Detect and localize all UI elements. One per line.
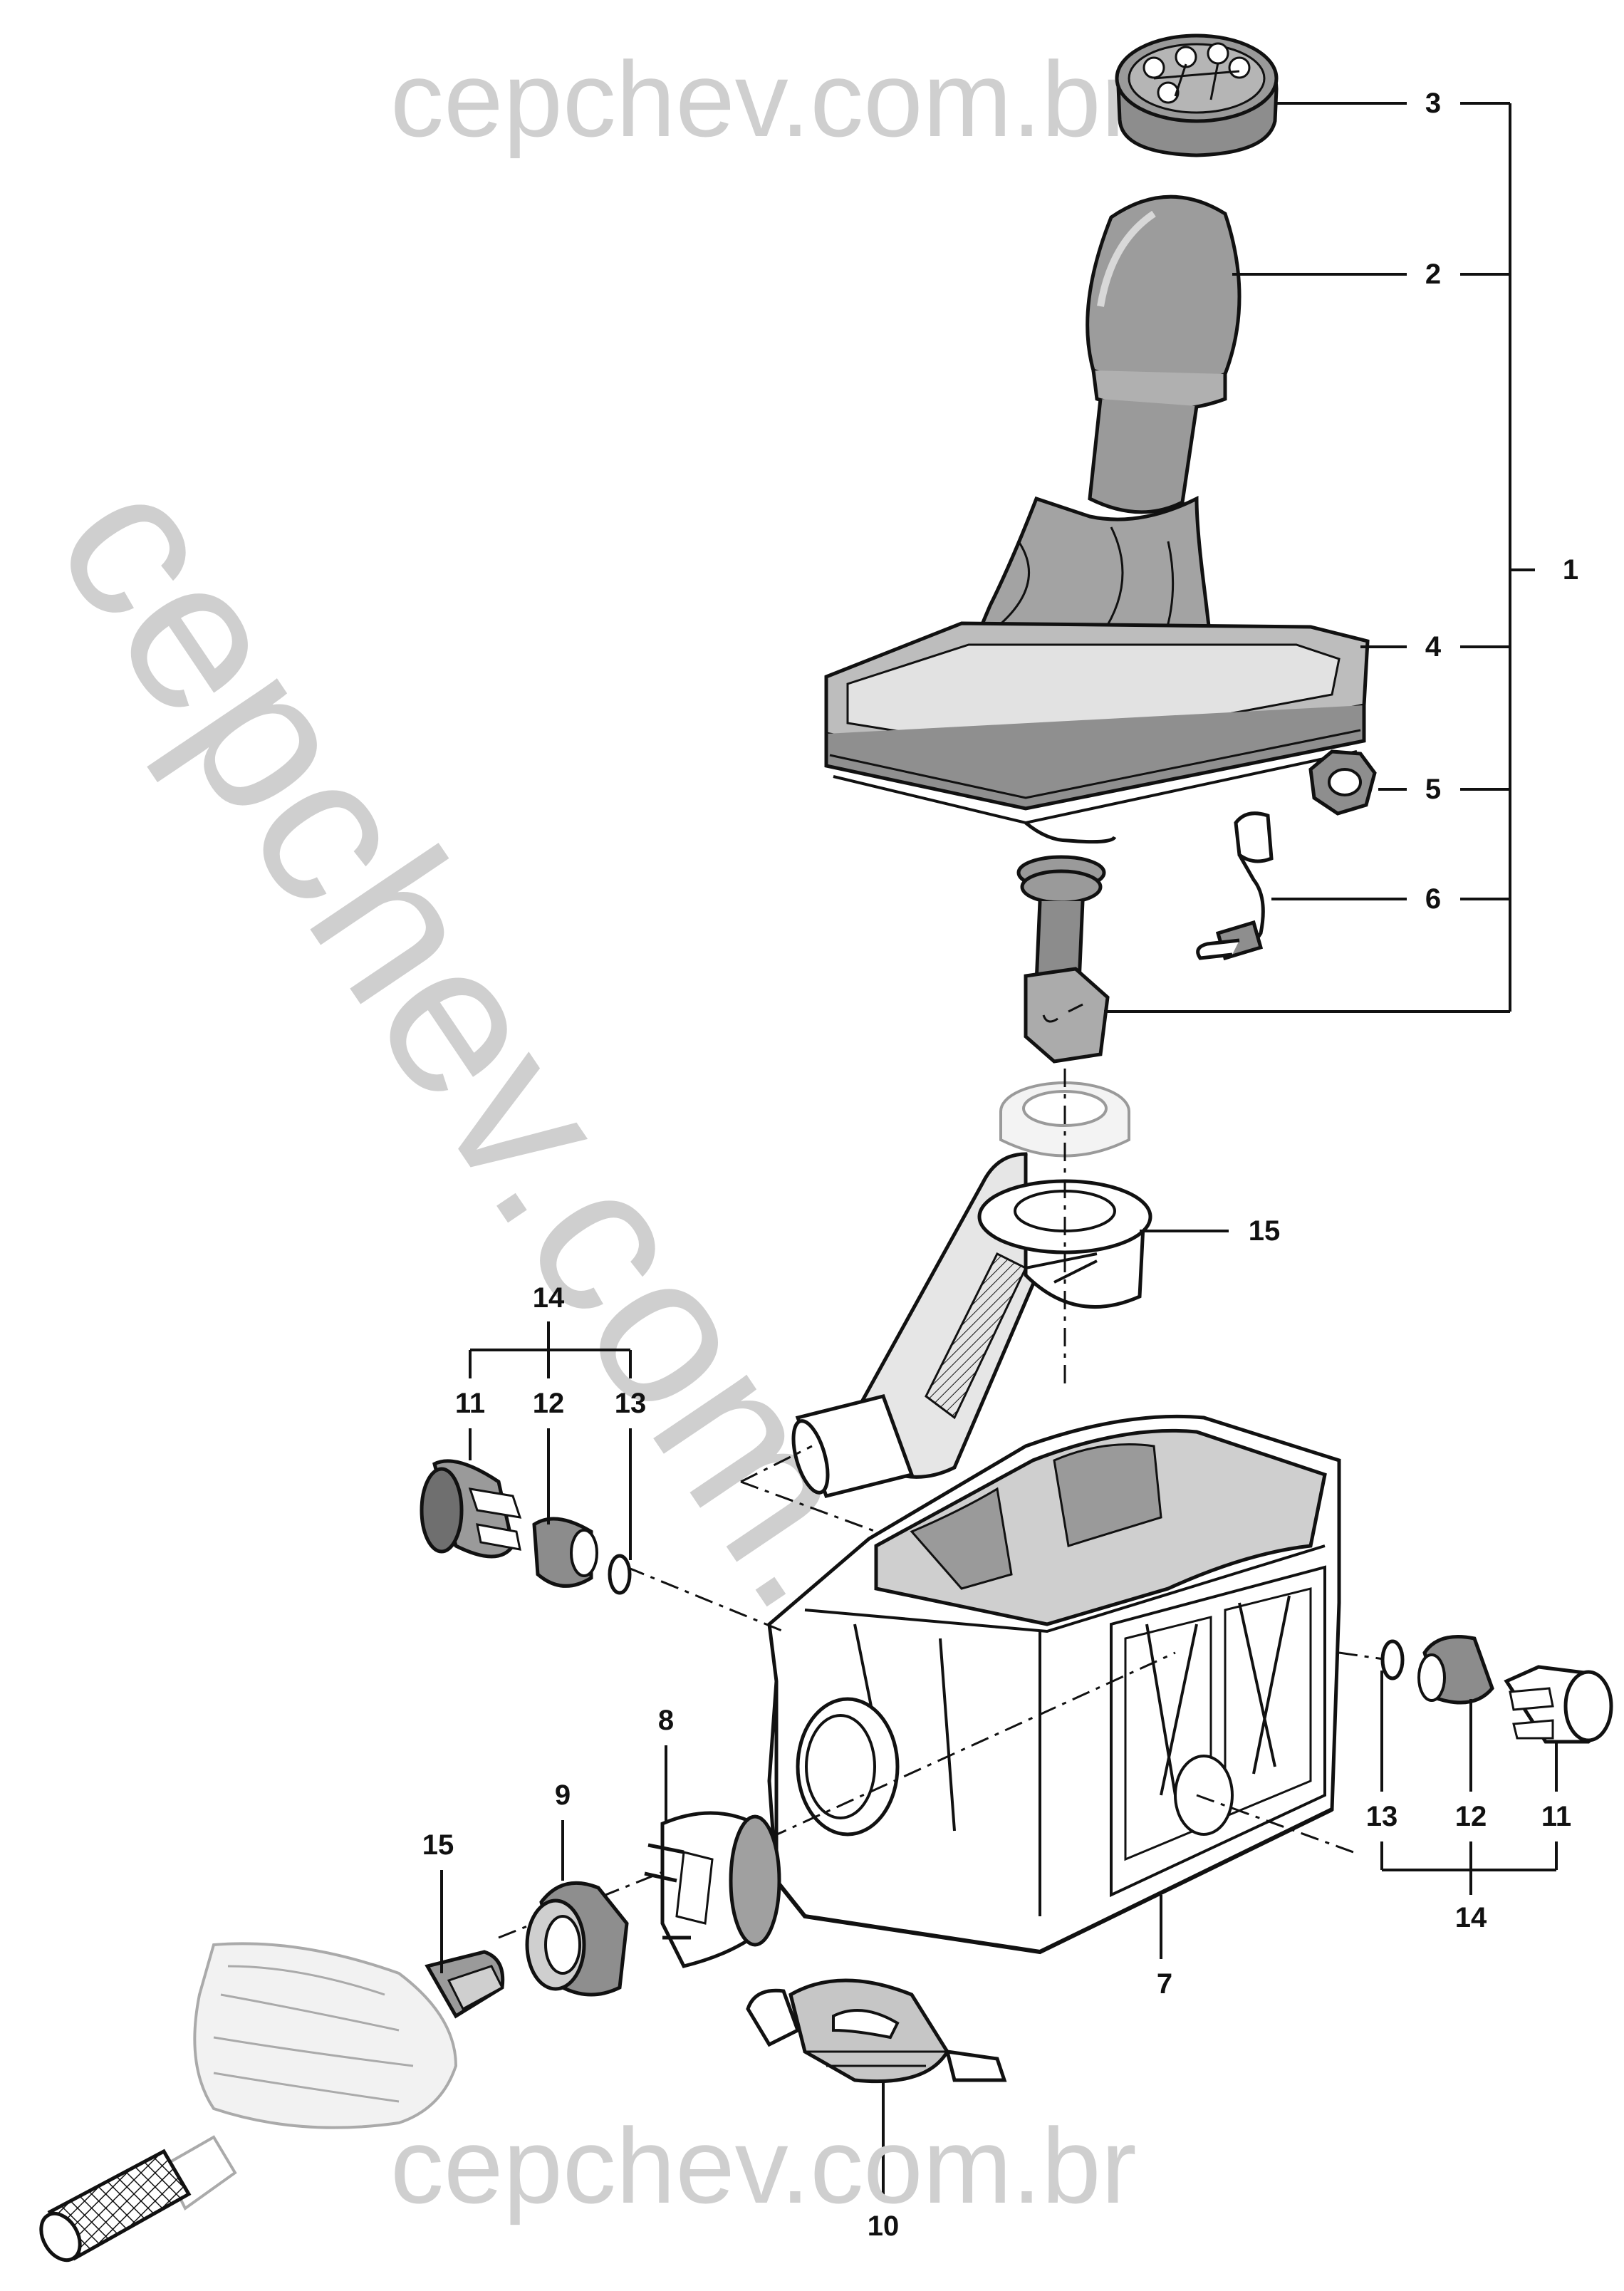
selector-block-part-10 — [746, 1978, 1007, 2084]
callout-2: 2 — [1425, 259, 1442, 290]
callout-1: 1 — [1562, 554, 1579, 586]
selector-arm-part-15 — [791, 1152, 1152, 1498]
callout-4: 4 — [1425, 631, 1442, 663]
callout-6: 6 — [1425, 883, 1442, 915]
callout-9: 9 — [554, 1780, 571, 1811]
callout-11-right: 11 — [1541, 1801, 1572, 1832]
shifter-housing-part-7 — [767, 1414, 1341, 1955]
clip-part-6 — [1196, 811, 1274, 961]
callout-13-right: 13 — [1365, 1801, 1398, 1832]
shift-rod-part-15 — [39, 1942, 505, 2263]
watermark-bottom: cepchev.com.br — [390, 2106, 1137, 2225]
socket-ring-part-8 — [644, 1811, 781, 1968]
callout-12-left: 12 — [532, 1388, 565, 1419]
lever-lower-end — [1016, 855, 1110, 1064]
bearing-set-right — [1380, 1635, 1613, 1744]
callout-5: 5 — [1425, 774, 1442, 805]
callout-13-left: 13 — [614, 1388, 647, 1419]
watermark-top: cepchev.com.br — [390, 39, 1137, 159]
leader-lines — [440, 102, 1558, 2201]
callout-14-right: 14 — [1454, 1902, 1487, 1933]
shift-cap-part-3 — [1115, 33, 1279, 157]
nut-part-5 — [1308, 749, 1377, 816]
callout-7: 7 — [1156, 1968, 1173, 2000]
shift-boot-part-4 — [824, 495, 1370, 844]
callout-3: 3 — [1425, 88, 1442, 119]
callout-11-left: 11 — [454, 1388, 486, 1419]
callout-15-lower: 15 — [422, 1829, 454, 1861]
shift-knob-part-2 — [1086, 194, 1242, 514]
callout-8: 8 — [657, 1705, 675, 1736]
callout-15-upper: 15 — [1248, 1215, 1281, 1247]
callout-12-right: 12 — [1454, 1801, 1487, 1832]
callout-14-left: 14 — [532, 1282, 565, 1314]
bearing-set-left — [420, 1459, 632, 1595]
grommet-part-9 — [525, 1881, 629, 1997]
callout-10: 10 — [867, 2211, 900, 2242]
washer-ghost — [999, 1081, 1130, 1158]
